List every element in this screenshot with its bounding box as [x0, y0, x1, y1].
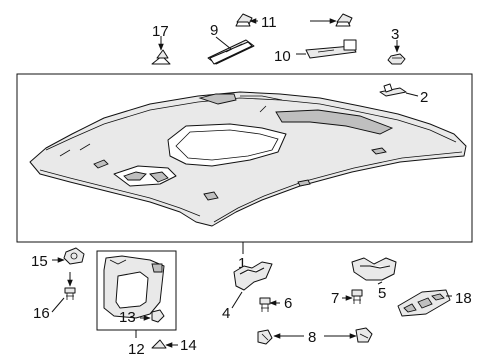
callout-8: 8 — [308, 329, 316, 346]
headliner-panel — [29, 91, 467, 227]
part-16-screw — [64, 287, 76, 300]
part-2-bracket — [379, 83, 407, 97]
leader-9 — [215, 36, 232, 50]
leader-2 — [405, 92, 419, 97]
part-11-clip-right — [335, 13, 353, 27]
part-6-screw — [259, 297, 271, 312]
part-11-clip-left — [235, 13, 253, 27]
callout-15: 15 — [31, 253, 48, 270]
callout-4: 4 — [222, 305, 230, 322]
part-5-grab-handle — [351, 257, 397, 281]
leader-5 — [377, 281, 383, 285]
part-18-switch-module — [397, 289, 451, 317]
headliner-frame — [16, 73, 473, 243]
callout-12: 12 — [128, 341, 145, 358]
part-sun-visor — [103, 255, 165, 319]
part-17-clip — [151, 49, 171, 65]
callout-16: 16 — [33, 305, 50, 322]
callout-9: 9 — [210, 22, 218, 39]
leader-4 — [231, 291, 243, 309]
callout-17: 17 — [152, 23, 169, 40]
callout-6: 6 — [284, 295, 292, 312]
part-10-bracket — [305, 39, 357, 59]
callout-14: 14 — [180, 337, 197, 354]
callout-7: 7 — [331, 290, 339, 307]
part-15-clip — [63, 247, 85, 265]
part-8-clip-right — [355, 327, 373, 343]
callout-1: 1 — [238, 255, 246, 272]
callout-13: 13 — [119, 309, 136, 326]
part-7-screw — [351, 289, 363, 304]
leader-16b — [51, 297, 65, 313]
callout-3: 3 — [391, 26, 399, 43]
callout-2: 2 — [420, 89, 428, 106]
callout-5: 5 — [378, 285, 386, 302]
part-13-clip — [151, 309, 165, 323]
part-8-clip-left — [257, 329, 273, 345]
callout-10: 10 — [274, 48, 291, 65]
part-9-bracket — [207, 39, 255, 65]
part-3-nut — [387, 53, 406, 65]
callout-18: 18 — [455, 290, 472, 307]
part-4-grab-handle — [233, 261, 273, 291]
part-14-clip — [151, 339, 167, 349]
callout-11: 11 — [261, 14, 277, 31]
